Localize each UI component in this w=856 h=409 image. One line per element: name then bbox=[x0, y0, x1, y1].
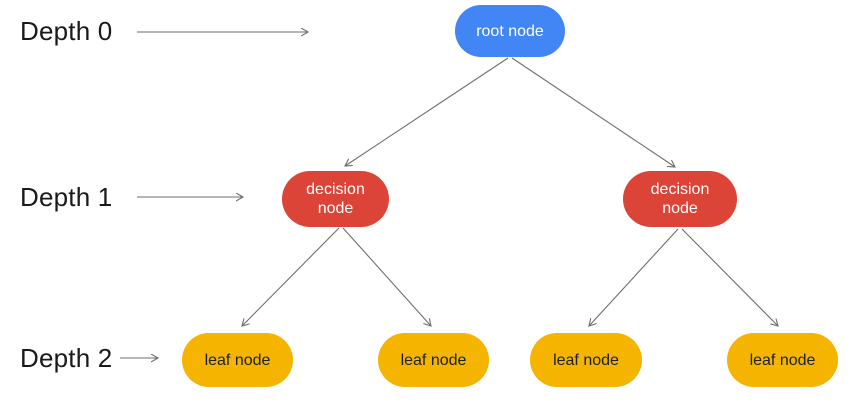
node-leaf-3-label: leaf node bbox=[553, 351, 619, 369]
edge-decision-left-to-leaf-1 bbox=[242, 227, 340, 326]
edge-root-to-decision-right bbox=[511, 57, 675, 167]
node-leaf-4: leaf node bbox=[727, 333, 838, 387]
node-decision-left-label: decision node bbox=[306, 181, 365, 217]
node-decision-left: decision node bbox=[282, 171, 389, 227]
depth-0-label: Depth 0 bbox=[20, 16, 113, 46]
node-leaf-1: leaf node bbox=[182, 333, 293, 387]
depth-1-label: Depth 1 bbox=[20, 182, 113, 212]
node-decision-right-label: decision node bbox=[650, 181, 710, 217]
node-root-label: root node bbox=[476, 22, 544, 40]
node-leaf-1-label: leaf node bbox=[204, 351, 271, 369]
node-root: root node bbox=[455, 5, 565, 57]
edge-decision-right-to-leaf-4 bbox=[681, 228, 778, 326]
node-decision-right: decision node bbox=[623, 171, 737, 227]
node-leaf-3: leaf node bbox=[530, 333, 642, 387]
node-leaf-2-label: leaf node bbox=[400, 351, 467, 369]
edge-root-to-decision-left bbox=[345, 57, 509, 166]
node-leaf-4-label: leaf node bbox=[749, 351, 816, 369]
node-leaf-2: leaf node bbox=[378, 333, 489, 387]
edge-decision-left-to-leaf-2 bbox=[342, 227, 431, 326]
depth-2-label: Depth 2 bbox=[20, 343, 113, 373]
edge-decision-right-to-leaf-3 bbox=[589, 228, 679, 326]
